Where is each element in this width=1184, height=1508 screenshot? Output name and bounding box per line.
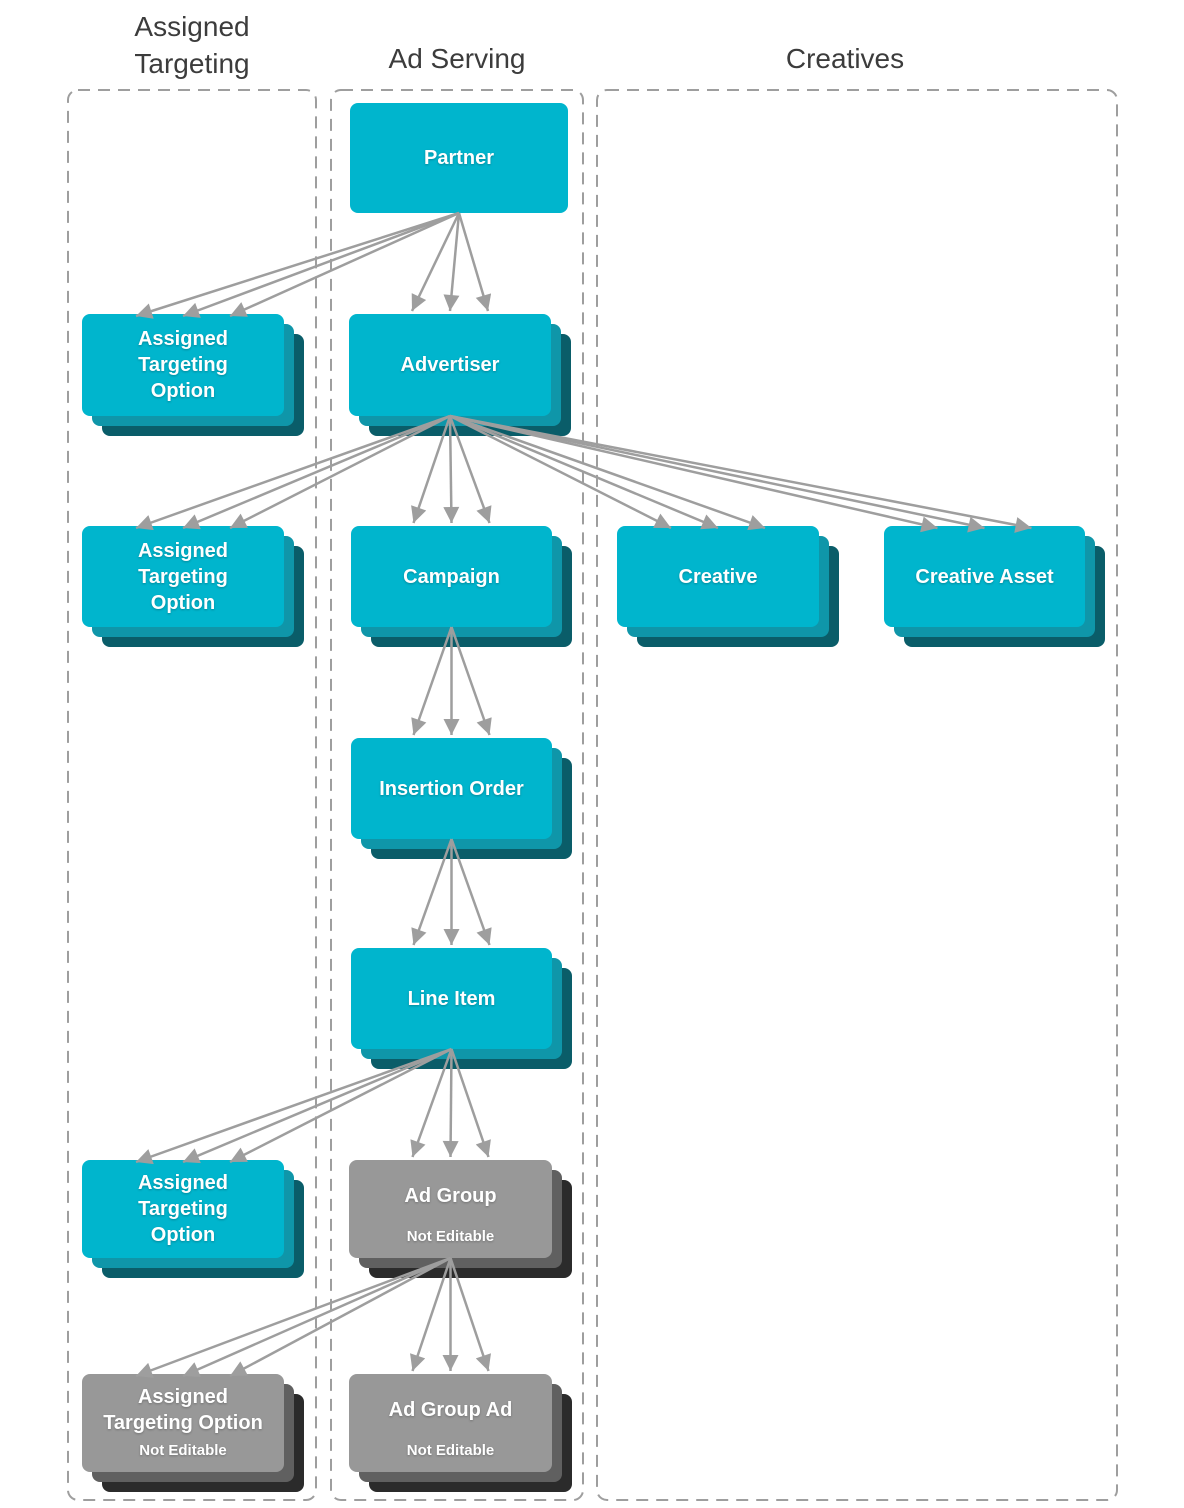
node-label-line: Targeting	[138, 565, 228, 588]
node-label-line: Option	[150, 1224, 216, 1246]
node-label: Insertion Order	[351, 738, 552, 839]
node-label: Ad Group Ad	[349, 1374, 552, 1472]
column-title-creatives: Creatives	[785, 43, 905, 74]
node-line-item: Line Item	[351, 948, 552, 1049]
node-advertiser: Advertiser	[349, 314, 551, 416]
node-label-line: Ad Group Ad	[388, 1399, 513, 1421]
node-label-line: Assigned	[137, 1172, 229, 1194]
node-label: Partner	[350, 103, 568, 213]
node-insertion-order: Insertion Order	[351, 738, 552, 839]
node-ad-group-ad: Ad Group Ad Not Editable	[349, 1374, 552, 1472]
node-label-line: Targeting	[138, 1198, 228, 1220]
node-label-line: Partner	[423, 147, 495, 169]
node-label: Creative Asset	[884, 526, 1085, 627]
node-label: Ad Group	[349, 1160, 552, 1258]
column-title-assigned-targeting: Assigned Targeting	[134, 11, 250, 79]
node-label: Line Item	[351, 948, 552, 1049]
node-label: Campaign	[351, 526, 552, 627]
node-label-line: Insertion Order	[379, 777, 524, 800]
node-label-line: Option	[150, 591, 216, 614]
column-frame-creatives	[596, 89, 1118, 1501]
node-label-line: Creative Asset	[915, 565, 1054, 588]
node-label-line: Assigned	[137, 1386, 229, 1408]
node-label-line: Campaign	[403, 565, 500, 588]
node-creative-asset: Creative Asset	[884, 526, 1085, 627]
node-label-line: Ad Group	[404, 1185, 497, 1207]
node-label-line: Targeting Option	[103, 1412, 263, 1434]
node-label-line: Assigned	[137, 539, 229, 562]
node-partner: Partner	[350, 103, 568, 213]
node-label-line: Option	[150, 380, 216, 402]
column-frame-ad-serving	[330, 89, 584, 1501]
column-frame-assigned-targeting	[67, 89, 317, 1501]
node-label-line: Line Item	[407, 987, 496, 1010]
node-label-line: Targeting	[138, 354, 228, 376]
node-sublabel: Not Editable	[139, 1442, 227, 1459]
column-title-ad-serving: Ad Serving	[388, 43, 526, 74]
node-campaign: Campaign	[351, 526, 552, 627]
node-label-line: Creative	[678, 565, 758, 588]
node-sublabel: Not Editable	[406, 1228, 495, 1245]
node-sublabel: Not Editable	[406, 1442, 495, 1459]
node-label-line: Assigned	[137, 328, 229, 350]
node-label: Creative	[617, 526, 819, 627]
node-creative: Creative	[617, 526, 819, 627]
node-label: Advertiser	[349, 314, 551, 416]
node-label-line: Advertiser	[400, 354, 500, 376]
